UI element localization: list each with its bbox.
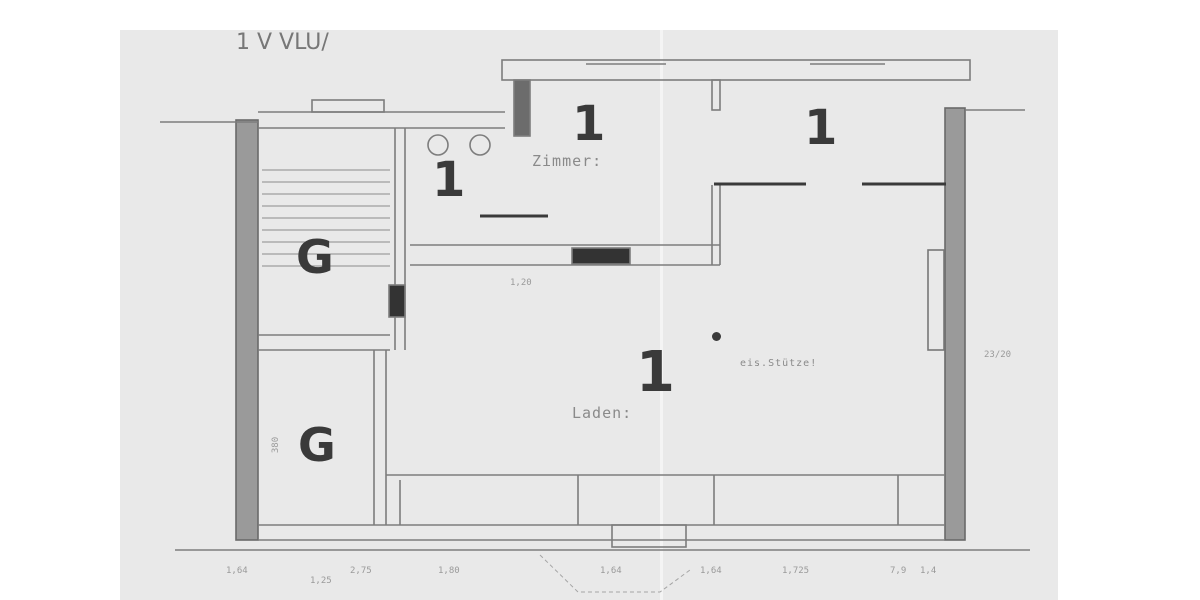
note-stuetze: eis.Stütze! bbox=[740, 358, 818, 369]
room-label-laden: Laden: bbox=[572, 404, 633, 422]
paper-fold-line bbox=[660, 30, 663, 600]
dim-bottom-4: 1,64 bbox=[600, 566, 622, 576]
dim-bottom-0: 1,64 bbox=[226, 566, 248, 576]
dim-right-wall: 23/20 bbox=[984, 350, 1012, 360]
handwritten-dot bbox=[712, 332, 721, 341]
dim-between: 1,20 bbox=[510, 278, 532, 288]
dim-bottom-1: 1,25 bbox=[310, 576, 332, 586]
dim-bottom-5: 1,64 bbox=[700, 566, 722, 576]
room-label-zimmer: Zimmer: bbox=[532, 152, 603, 170]
handwritten-1-zimmer-left: 1 bbox=[572, 96, 606, 152]
handwritten-g-stair-top: G bbox=[296, 230, 334, 284]
dim-bottom-6: 1,725 bbox=[782, 566, 810, 576]
dim-bottom-7: 7,9 bbox=[890, 566, 907, 576]
top-scribble: 1 V VLU/ bbox=[236, 30, 329, 55]
handwritten-1-wc: 1 bbox=[432, 152, 466, 208]
dim-bottom-2: 2,75 bbox=[350, 566, 372, 576]
handwritten-g-stair-bottom: G bbox=[298, 418, 336, 472]
handwritten-1-laden: 1 bbox=[636, 340, 675, 405]
dim-bottom-3: 1,80 bbox=[438, 566, 460, 576]
dim-bottom-8: 1,4 bbox=[920, 566, 937, 576]
floor-plan-sheet bbox=[120, 30, 1058, 600]
dim-left-room-height: 380 bbox=[271, 436, 282, 454]
handwritten-1-zimmer-right: 1 bbox=[804, 100, 838, 156]
